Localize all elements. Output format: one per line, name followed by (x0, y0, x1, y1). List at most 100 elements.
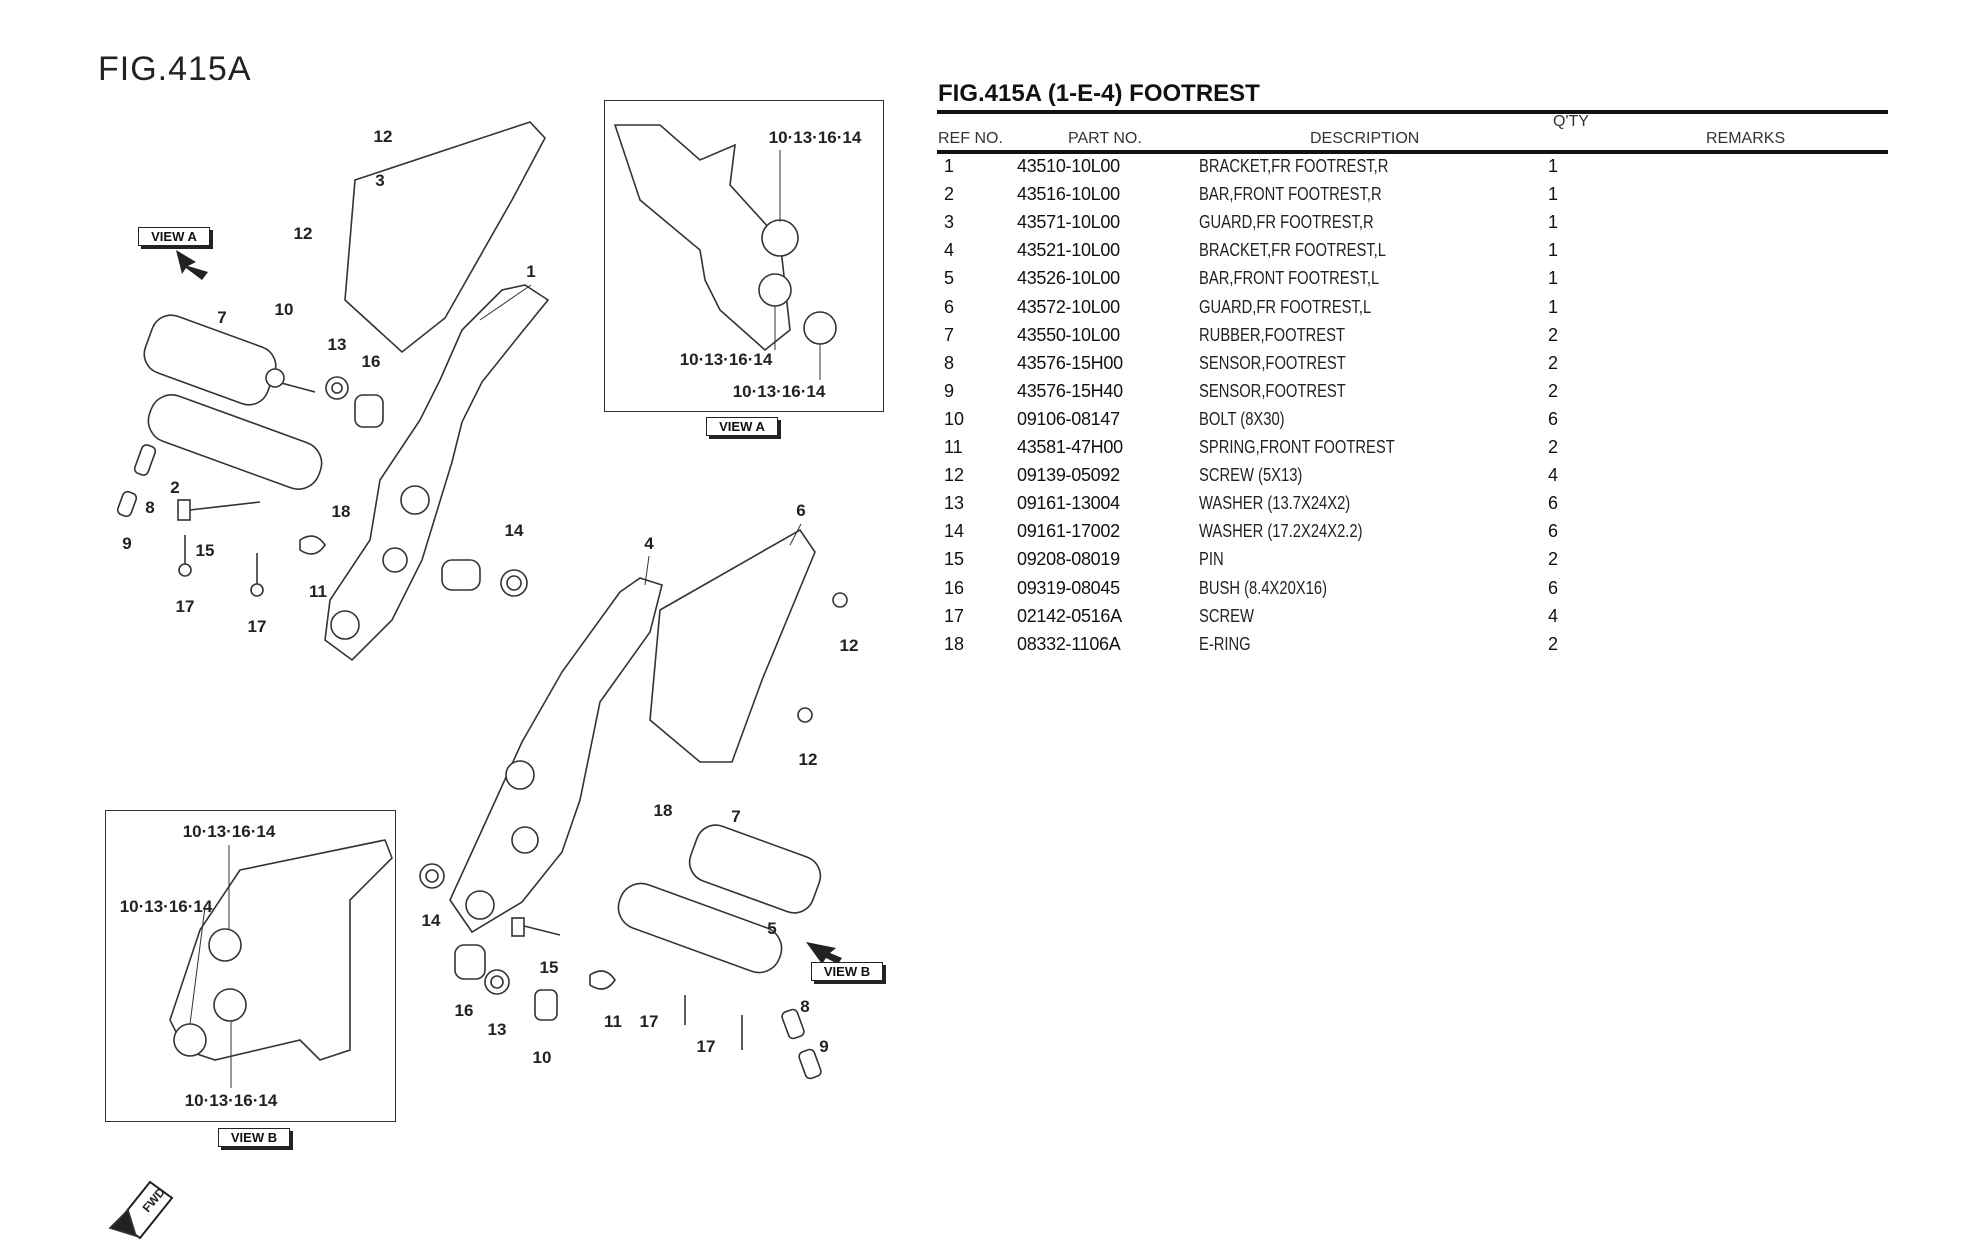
part-no: 43526-10L00 (1017, 268, 1120, 289)
description: BAR,FRONT FOOTREST,L (1199, 268, 1380, 289)
callout-ref-number: 7 (217, 308, 227, 327)
ref-no: 15 (944, 549, 965, 570)
part-no: 43516-10L00 (1017, 184, 1120, 205)
quantity: 1 (1548, 212, 1559, 233)
part-no: 43576-15H00 (1017, 352, 1123, 373)
quantity: 6 (1548, 577, 1559, 598)
ref-no: 13 (944, 493, 965, 514)
callout-ref-number: 7 (731, 807, 741, 826)
callout-ref-number: 17 (247, 617, 267, 636)
parts-drawing: FWD (108, 121, 848, 1240)
table-row: 9 43576-15H40 SENSOR,FOOTREST 2 (937, 381, 1888, 409)
view-a-box (604, 100, 884, 412)
quantity: 1 (1548, 268, 1559, 289)
header-ref: REF NO. (938, 130, 1003, 147)
callout-ref-number: 10·13·16·14 (679, 350, 773, 369)
callout-ref-number: 12 (839, 636, 859, 655)
part-no: 09319-08045 (1017, 577, 1120, 598)
callout-ref-number: 13 (327, 335, 347, 354)
ref-no: 3 (944, 212, 955, 233)
part-no: 09106-08147 (1017, 408, 1120, 429)
callout-ref-number: 12 (293, 224, 313, 243)
part-no: 09208-08019 (1017, 549, 1120, 570)
part-no: 43521-10L00 (1017, 240, 1120, 261)
callout-ref-number: 12 (798, 750, 818, 769)
guard-fr-footrest-l (649, 528, 816, 763)
ref-no: 2 (944, 184, 955, 205)
callout-ref-number: 10 (532, 1048, 552, 1067)
description: BOLT (8X30) (1199, 408, 1285, 429)
fwd-arrow-icon (108, 1180, 174, 1240)
description: PIN (1199, 549, 1224, 570)
view-a-caption: VIEW A (706, 417, 778, 436)
callout-ref-number: 6 (796, 501, 806, 520)
callout-ref-number: 14 (504, 521, 524, 540)
ref-no: 14 (944, 521, 965, 542)
quantity: 2 (1548, 352, 1559, 373)
quantity: 6 (1548, 493, 1559, 514)
top-rule (937, 110, 1888, 114)
ref-no: 8 (944, 352, 955, 373)
quantity: 2 (1548, 380, 1559, 401)
bar-front-footrest-l (617, 882, 783, 974)
part-no: 43581-47H00 (1017, 437, 1123, 457)
view-a-tag: VIEW A (138, 227, 210, 246)
view-b-caption: VIEW B (218, 1128, 290, 1147)
callout-ref-number: 10·13·16·14 (768, 128, 862, 147)
description: WASHER (13.7X24X2) (1199, 493, 1351, 514)
quantity: 1 (1548, 240, 1559, 261)
callout-ref-number: 10·13·16·14 (732, 382, 826, 401)
description: SENSOR,FOOTREST (1199, 352, 1346, 373)
callout-ref-number: 3 (375, 171, 385, 190)
view-b-arrow-icon (806, 942, 842, 964)
ref-no: 11 (944, 437, 963, 457)
bracket-fr-footrest-r (324, 284, 550, 662)
description: SCREW (5X13) (1199, 465, 1303, 486)
table-title: FIG.415A (1-E-4) FOOTREST (938, 80, 1260, 107)
ref-no: 4 (944, 240, 955, 261)
quantity: 2 (1548, 324, 1559, 345)
quantity: 4 (1548, 605, 1559, 626)
quantity: 1 (1548, 184, 1559, 205)
bracket-fr-footrest-l (449, 577, 663, 934)
rubber-footrest-l (688, 824, 822, 914)
ref-no: 9 (944, 380, 955, 401)
quantity: 6 (1548, 408, 1559, 429)
part-no: 43510-10L00 (1017, 156, 1120, 176)
callout-ref-number: 11 (604, 1012, 622, 1031)
header-rule (937, 150, 1888, 154)
callout-ref-number: 11 (309, 582, 327, 601)
description: BUSH (8.4X20X16) (1199, 577, 1327, 598)
quantity: 1 (1548, 156, 1559, 176)
description: BRACKET,FR FOOTREST,R (1199, 156, 1389, 176)
callout-ref-number: 5 (767, 919, 777, 938)
part-no: 43550-10L00 (1017, 324, 1120, 345)
view-a-arrow-icon (176, 250, 208, 280)
callout-ref-number: 17 (175, 597, 195, 616)
callout-ref-number: 9 (122, 534, 132, 553)
rubber-footrest-r (143, 314, 277, 406)
ref-no: 6 (944, 296, 955, 317)
part-no: 43576-15H40 (1017, 380, 1123, 401)
bar-front-footrest-r (147, 394, 323, 490)
ref-no: 16 (944, 577, 965, 598)
callout-ref-number: 2 (170, 478, 180, 497)
header-qty: Q'TY (1553, 113, 1589, 130)
quantity: 4 (1548, 465, 1559, 486)
quantity: 6 (1548, 521, 1559, 542)
callout-ref-number: 16 (454, 1001, 474, 1020)
table-row: 16 09319-08045 BUSH (8.4X20X16) 6 (937, 578, 1888, 606)
callout-ref-number: 10·13·16·14 (119, 897, 213, 916)
header-part: PART NO. (1068, 130, 1142, 147)
quantity: 1 (1548, 296, 1559, 317)
description: SENSOR,FOOTREST (1199, 380, 1346, 401)
